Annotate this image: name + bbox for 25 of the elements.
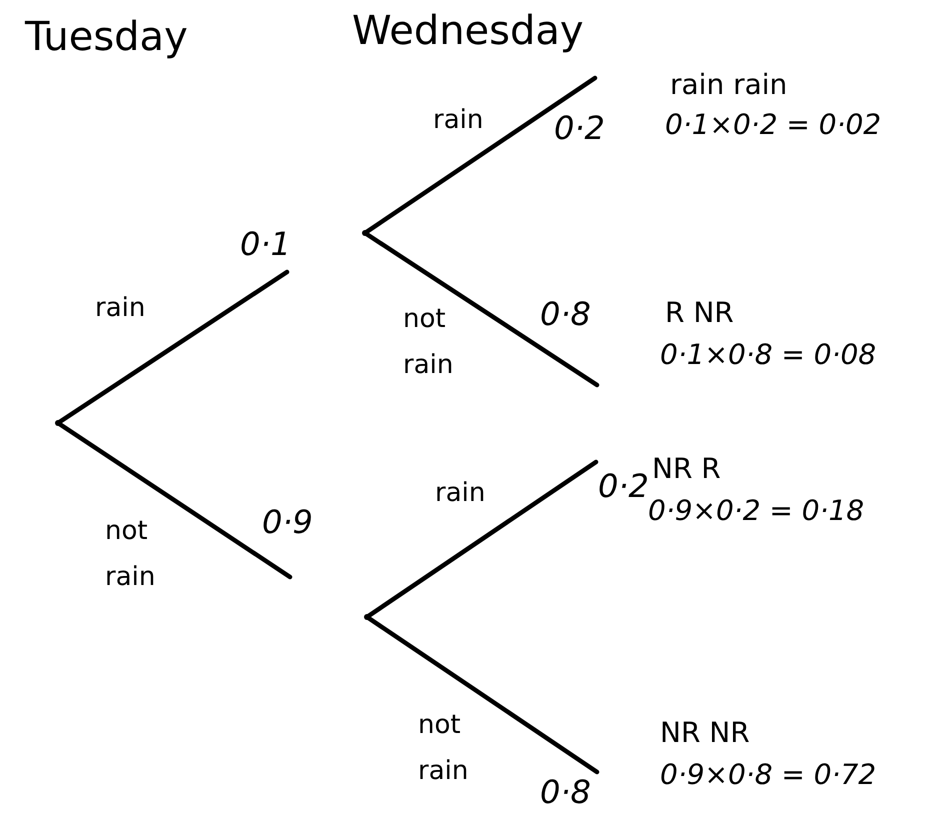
column-heading: Tuesday: [25, 14, 188, 60]
branch-label: not rain: [105, 515, 156, 594]
branch-label: rain: [435, 477, 486, 510]
outcome-label: NR NR: [660, 716, 750, 750]
branch-label: not rain: [418, 709, 468, 788]
branch-label: rain: [95, 292, 146, 325]
probability-value: 0·8: [540, 296, 591, 332]
outcome-label: R NR: [665, 296, 734, 330]
column-heading: Wednesday: [352, 8, 584, 54]
branch-point: [55, 420, 61, 426]
probability-value: 0·2: [598, 468, 649, 504]
branch-point: [364, 614, 370, 620]
branch-label: not rain: [403, 303, 454, 382]
branch-label: rain: [433, 104, 484, 137]
branch-point: [362, 230, 368, 236]
probability-calculation: 0·9×0·2 = 0·18: [648, 494, 864, 528]
probability-value: 0·1: [240, 226, 291, 262]
probability-value: 0·9: [262, 504, 313, 540]
probability-value: 0·8: [540, 774, 591, 810]
outcome-label: NR R: [652, 452, 721, 486]
outcome-label: rain rain: [670, 68, 788, 102]
probability-calculation: 0·9×0·8 = 0·72: [660, 758, 876, 792]
probability-calculation: 0·1×0·2 = 0·02: [665, 108, 882, 142]
probability-value: 0·2: [554, 110, 605, 146]
probability-calculation: 0·1×0·8 = 0·08: [660, 338, 876, 372]
